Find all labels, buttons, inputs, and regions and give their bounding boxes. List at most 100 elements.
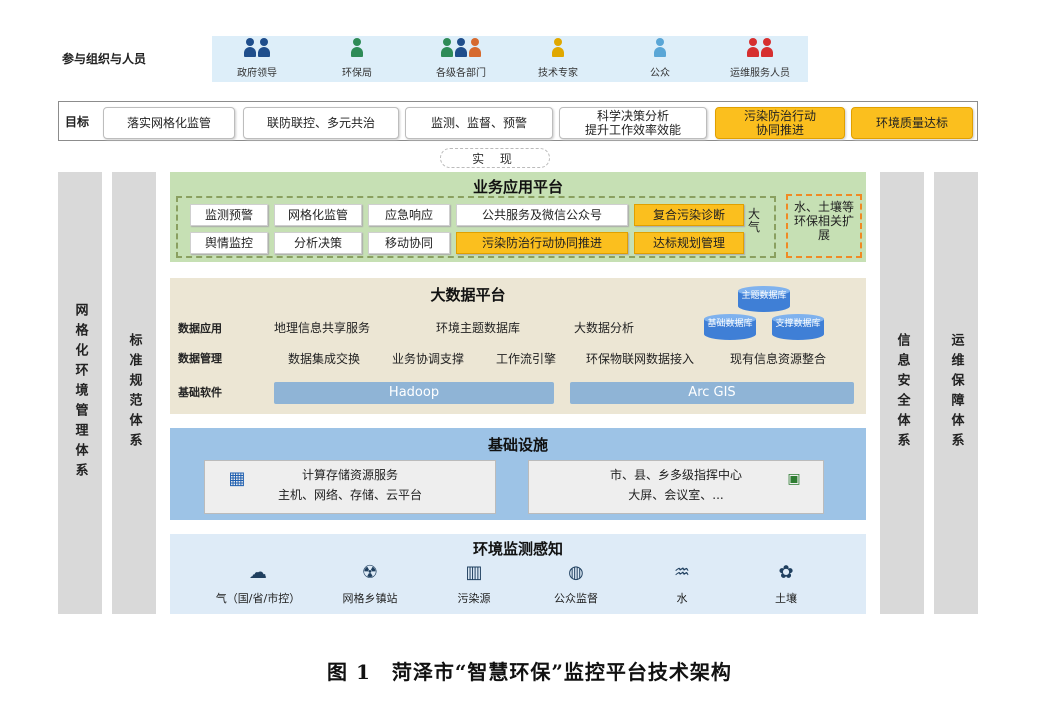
two-person-icon [243,38,271,62]
business-platform: 业务应用平台 监测预警 网格化监管 应急响应 公共服务及微信公众号 复合污染诊断… [170,172,866,262]
figure-caption: 图 1 菏泽市“智慧环保”监控平台技术架构 [327,660,732,684]
right-column-security: 信息安全体系 [880,172,924,614]
participant-label: 政府领导 [237,68,277,79]
goal-item: 联防联控、多元共治 [243,107,399,139]
env-item-pollution: ▥ 污染源 [424,562,524,606]
participant-label: 运维服务人员 [730,68,790,79]
participant-departments: 各级各部门 [416,38,506,79]
infra-right-line1: 市、县、乡多级指挥中心 [609,468,742,482]
water-icon: ♒ [673,562,691,583]
software-hadoop: Hadoop [274,382,554,404]
database-label: 支撑数据库 [775,319,821,329]
person-icon [350,38,364,62]
air-group-frame [176,196,776,258]
server-icon: ▦ [228,468,246,489]
participant-epb: 环保局 [312,38,402,79]
participant-experts: 技术专家 [513,38,603,79]
env-item-air: ☁ 气（国/省/市控） [208,562,308,606]
env-item-label: 气（国/省/市控） [215,592,301,605]
bigdata-app-item: 大数据分析 [574,321,635,335]
env-item-label: 网格乡镇站 [342,592,398,605]
software-arcgis: Arc GIS [570,382,854,404]
compute-storage-box: ▦ 计算存储资源服务 主机、网络、存储、云平台 [204,460,496,514]
business-item: 分析决策 [274,232,362,254]
participant-public: 公众 [615,38,705,79]
air-label: 大气 [748,207,761,234]
business-item: 舆情监控 [190,232,268,254]
env-item-station: ☢ 网格乡镇站 [320,562,420,606]
column-label: 网格化环境管理体系 [72,303,88,483]
infra-right-line2: 大屏、会议室、... [628,488,724,502]
bigdata-platform: 大数据平台 数据应用 数据管理 基础软件 地理信息共享服务 环境主题数据库 大数… [170,278,866,414]
business-item: 应急响应 [368,204,450,226]
extension-box: 水、土壤等环保相关扩展 [786,194,862,258]
env-item-water: ♒水 [632,562,732,606]
business-item: 监测预警 [190,204,268,226]
bigdata-app-item: 环境主题数据库 [436,321,521,335]
env-item-label: 土壤 [775,592,797,605]
row-label-mgmt: 数据管理 [178,352,222,365]
participant-gov-leader: 政府领导 [212,38,302,79]
bigdata-mgmt-item: 业务协调支撑 [392,352,465,366]
business-item: 公共服务及微信公众号 [456,204,628,226]
two-person-icon [746,38,774,62]
goal-item: 环境质量达标 [851,107,973,139]
left-column-standard: 标准规范体系 [112,172,156,614]
globe-hand-icon: ◍ [568,562,584,583]
participant-label: 公众 [650,68,670,79]
person-icon [653,38,667,62]
group-icon [440,38,482,62]
business-item: 达标规划管理 [634,232,744,254]
participant-label: 环保局 [342,68,372,79]
row-label-apps: 数据应用 [178,322,222,335]
database-label: 主题数据库 [741,291,787,301]
env-monitoring: 环境监测感知 ☁ 气（国/省/市控） ☢ 网格乡镇站 ▥ 污染源 ◍ 公众监督 ♒水 ✿… [170,534,866,614]
participants-title: 参与组织与人员 [62,52,147,66]
cloud-icon: ☁ [249,562,267,583]
factory-icon: ▥ [465,562,483,583]
env-item-label: 污染源 [457,592,491,605]
goal-item: 科学决策分析 提升工作效率效能 [559,107,707,139]
goal-item: 污染防治行动 协同推进 [715,107,845,139]
radiation-icon: ☢ [361,562,379,583]
command-center-box: ▣ 市、县、乡多级指挥中心 大屏、会议室、... [528,460,824,514]
column-label: 标准规范体系 [126,333,142,453]
database-icon: 支撑数据库 [772,314,824,340]
business-item: 污染防治行动协同推进 [456,232,628,254]
infra-title: 基础设施 [487,436,548,454]
bigdata-title: 大数据平台 [430,286,506,304]
bigdata-mgmt-item: 环保物联网数据接入 [586,352,695,366]
env-item-label: 公众监督 [554,592,598,605]
goals-label: 目标 [65,115,90,129]
infra-left-line1: 计算存储资源服务 [301,468,398,482]
participants-bar: 政府领导 环保局 各级各部门 技术专家 公众 运维服务人员 [212,36,808,82]
goal-item: 监测、监督、预警 [405,107,553,139]
business-item: 网格化监管 [274,204,362,226]
business-item: 移动协同 [368,232,450,254]
bigdata-mgmt-item: 现有信息资源整合 [730,352,827,366]
bigdata-mgmt-item: 工作流引擎 [496,352,557,366]
goals-row: 目标 落实网格化监管 联防联控、多元共治 监测、监督、预警 科学决策分析 提升工… [58,101,978,141]
database-icon: 基础数据库 [704,314,756,340]
database-label: 基础数据库 [707,319,753,329]
env-title: 环境监测感知 [472,540,563,558]
column-label: 信息安全体系 [894,333,910,453]
business-title: 业务应用平台 [472,178,563,196]
infra-left-line2: 主机、网络、存储、云平台 [277,488,422,502]
bigdata-app-item: 地理信息共享服务 [274,321,371,335]
goal-item: 落实网格化监管 [103,107,235,139]
screen-icon: ▣ [787,471,801,487]
right-column-ops: 运维保障体系 [934,172,978,614]
database-icon: 主题数据库 [738,286,790,312]
participant-label: 各级各部门 [436,68,486,79]
participant-label: 技术专家 [538,68,578,79]
participant-ops: 运维服务人员 [712,38,808,79]
infrastructure: 基础设施 ▦ 计算存储资源服务 主机、网络、存储、云平台 ▣ 市、县、乡多级指挥… [170,428,866,520]
business-item: 复合污染诊断 [634,204,744,226]
env-item-public: ◍ 公众监督 [526,562,626,606]
realize-label: 实 现 [440,148,550,168]
left-column-grid: 网格化环境管理体系 [58,172,102,614]
bigdata-mgmt-item: 数据集成交换 [288,352,361,366]
env-item-soil: ✿ 土壤 [736,562,836,606]
soil-icon: ✿ [778,562,794,583]
